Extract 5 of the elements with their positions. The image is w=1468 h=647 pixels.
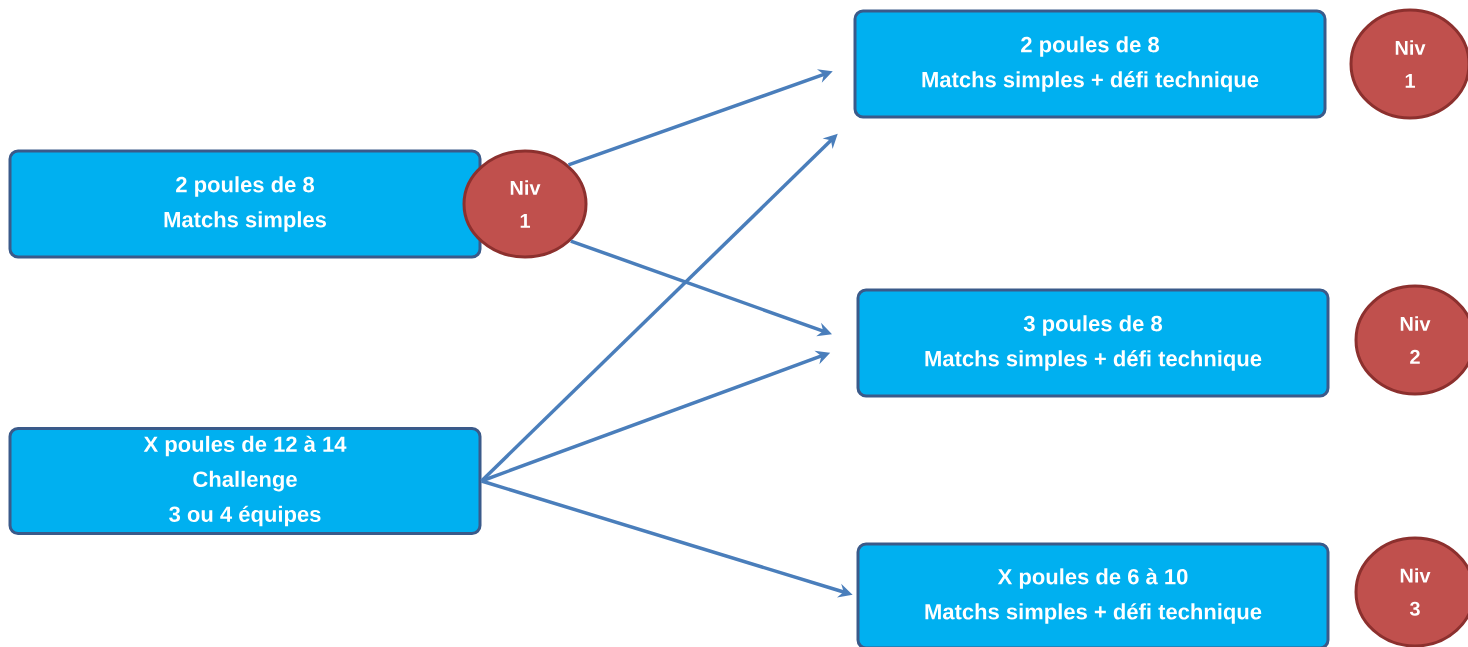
process-box: 3 poules de 8 Matchs simples + défi technique — [856, 288, 1330, 398]
process-box: 2 poules de 8 Matchs simples — [8, 149, 482, 259]
process-box: X poules de 12 à 14 Challenge 3 ou 4 équipes — [8, 427, 482, 535]
process-box: X poules de 6 à 10 Matchs simples + défi technique — [856, 542, 1330, 647]
process-box: 2 poules de 8 Matchs simples + défi technique — [853, 9, 1327, 119]
